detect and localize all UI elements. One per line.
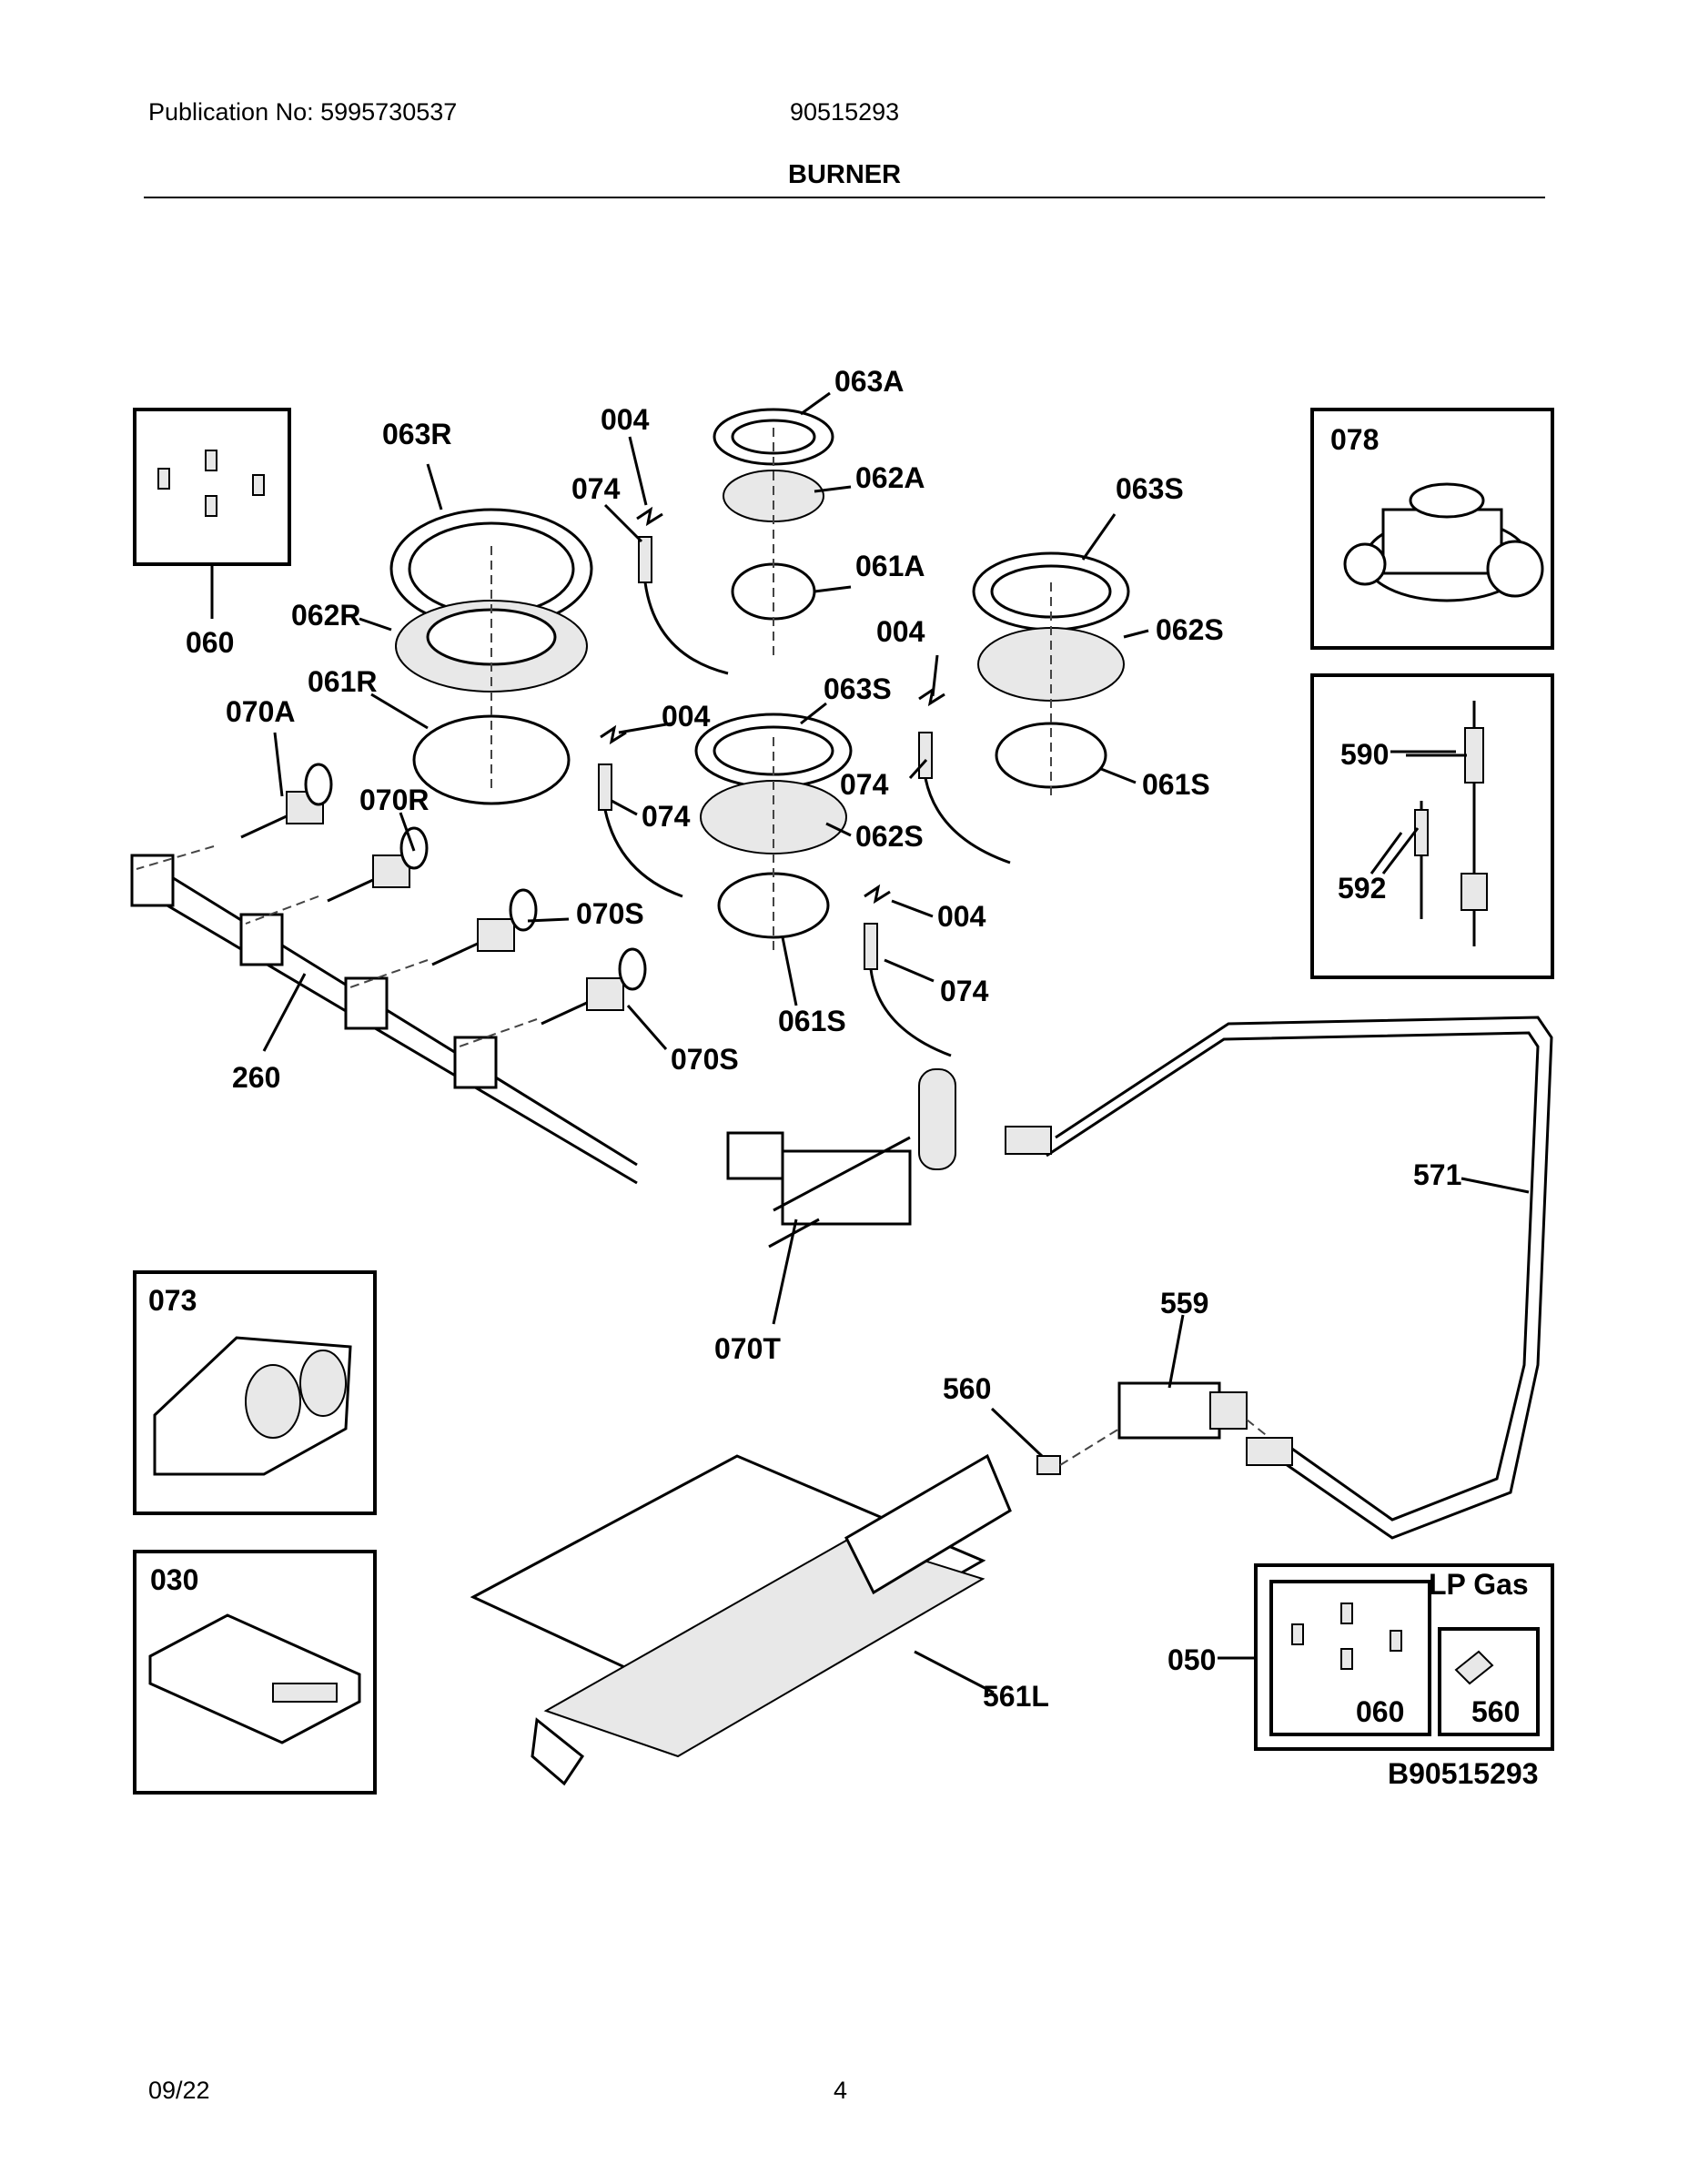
callout-070T: 070T (714, 1332, 781, 1365)
publication-number: Publication No: 5995730537 (148, 98, 458, 126)
callout-061R: 061R (308, 665, 378, 698)
footer-page-number: 4 (834, 2077, 848, 2104)
callout-061A: 061A (855, 550, 925, 582)
callout-063S: 063S (1116, 472, 1184, 505)
leader-lines (262, 391, 1530, 1694)
burner-semi-rapid-middle (694, 713, 853, 956)
burner-semi-rapid-right (972, 551, 1130, 801)
callout-073: 073 (148, 1284, 197, 1317)
callout-561L: 561L (983, 1680, 1049, 1713)
callout-074: 074 (840, 768, 889, 801)
burner-rapid-group (389, 508, 593, 805)
callout-078: 078 (1330, 423, 1379, 456)
burner-auxiliary-group (713, 408, 834, 655)
oven-burner-assembly (470, 1381, 1270, 1786)
diagram-code: B90515293 (1388, 1757, 1538, 1790)
callout-070S: 070S (576, 897, 644, 930)
gas-supply-tube-571 (1005, 1016, 1553, 1540)
callout-592: 592 (1338, 872, 1386, 905)
callout-074: 074 (940, 975, 989, 1007)
header-rule (144, 197, 1545, 198)
callout-063A: 063A (834, 365, 905, 398)
callout-260: 260 (232, 1061, 280, 1094)
inset-electrodes (1310, 673, 1554, 979)
callout-061S: 061S (778, 1005, 846, 1037)
section-title: BURNER (788, 160, 902, 189)
inset-lp-gas-kit-050 (1218, 1563, 1554, 1751)
callout-labels: 063A 004 063R 074 062A 063S 061A 062R 00… (148, 365, 1538, 1790)
callout-062A: 062A (855, 461, 925, 494)
callout-004: 004 (662, 700, 711, 733)
callout-004: 004 (876, 615, 925, 648)
inset-spark-module-073 (133, 1270, 377, 1515)
callout-560: 560 (943, 1372, 991, 1405)
lp-kit-callout-060: 060 (1356, 1695, 1404, 1728)
callout-070S: 070S (671, 1043, 739, 1076)
callout-063R: 063R (382, 418, 452, 450)
callout-559: 559 (1160, 1287, 1208, 1320)
callout-030: 030 (150, 1563, 198, 1596)
inset-control-board-030 (133, 1550, 377, 1795)
callout-062S: 062S (855, 820, 924, 853)
electrodes-and-clips (598, 506, 1011, 1057)
callout-070A: 070A (226, 695, 296, 728)
callout-070R: 070R (359, 784, 430, 816)
inset-orifices-060 (133, 408, 291, 619)
valves-and-manifold (130, 763, 647, 1185)
lp-kit-callout-560: 560 (1471, 1695, 1520, 1728)
oven-thermostat-070T (726, 1068, 956, 1249)
callout-571: 571 (1413, 1158, 1461, 1191)
footer-date: 09/22 (148, 2077, 210, 2104)
callout-063S: 063S (824, 672, 892, 705)
lp-gas-label: LP Gas (1429, 1568, 1529, 1601)
callout-062S: 062S (1156, 613, 1224, 646)
callout-061S: 061S (1142, 768, 1210, 801)
model-number: 90515293 (790, 98, 900, 126)
callout-050: 050 (1167, 1643, 1216, 1676)
callout-004: 004 (937, 900, 986, 933)
inset-regulator-078 (1310, 408, 1554, 650)
callout-060: 060 (186, 626, 234, 659)
callout-062R: 062R (291, 599, 361, 632)
callout-004: 004 (601, 403, 650, 436)
callout-074: 074 (571, 472, 621, 505)
callout-590: 590 (1340, 738, 1389, 771)
callout-074: 074 (642, 800, 691, 833)
